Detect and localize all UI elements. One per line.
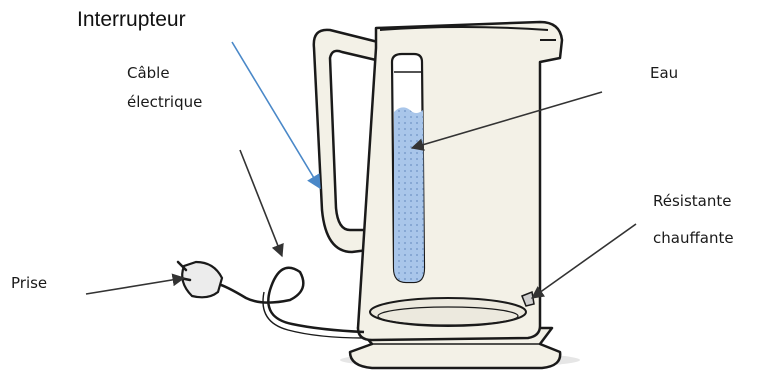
plug [176,260,224,299]
label-interrupteur: Interrupteur [77,8,186,31]
arrow-resistance [530,223,637,299]
arrow-eau [410,91,603,151]
arrow-prise [85,273,186,295]
label-resistance-line2: chauffante [653,229,734,247]
label-eau: Eau [650,64,679,82]
water-gauge [390,52,426,284]
heating-plate [369,297,527,327]
label-prise: Prise [11,274,48,292]
kettle-lid [379,26,549,31]
label-cable-line1: Câble [127,64,170,82]
power-cable [217,266,365,339]
label-cable-line2: électrique [127,93,203,111]
label-resistance-line1: Résistante [653,192,732,210]
arrow-interrupteur [231,41,321,190]
arrow-cable [239,149,284,258]
